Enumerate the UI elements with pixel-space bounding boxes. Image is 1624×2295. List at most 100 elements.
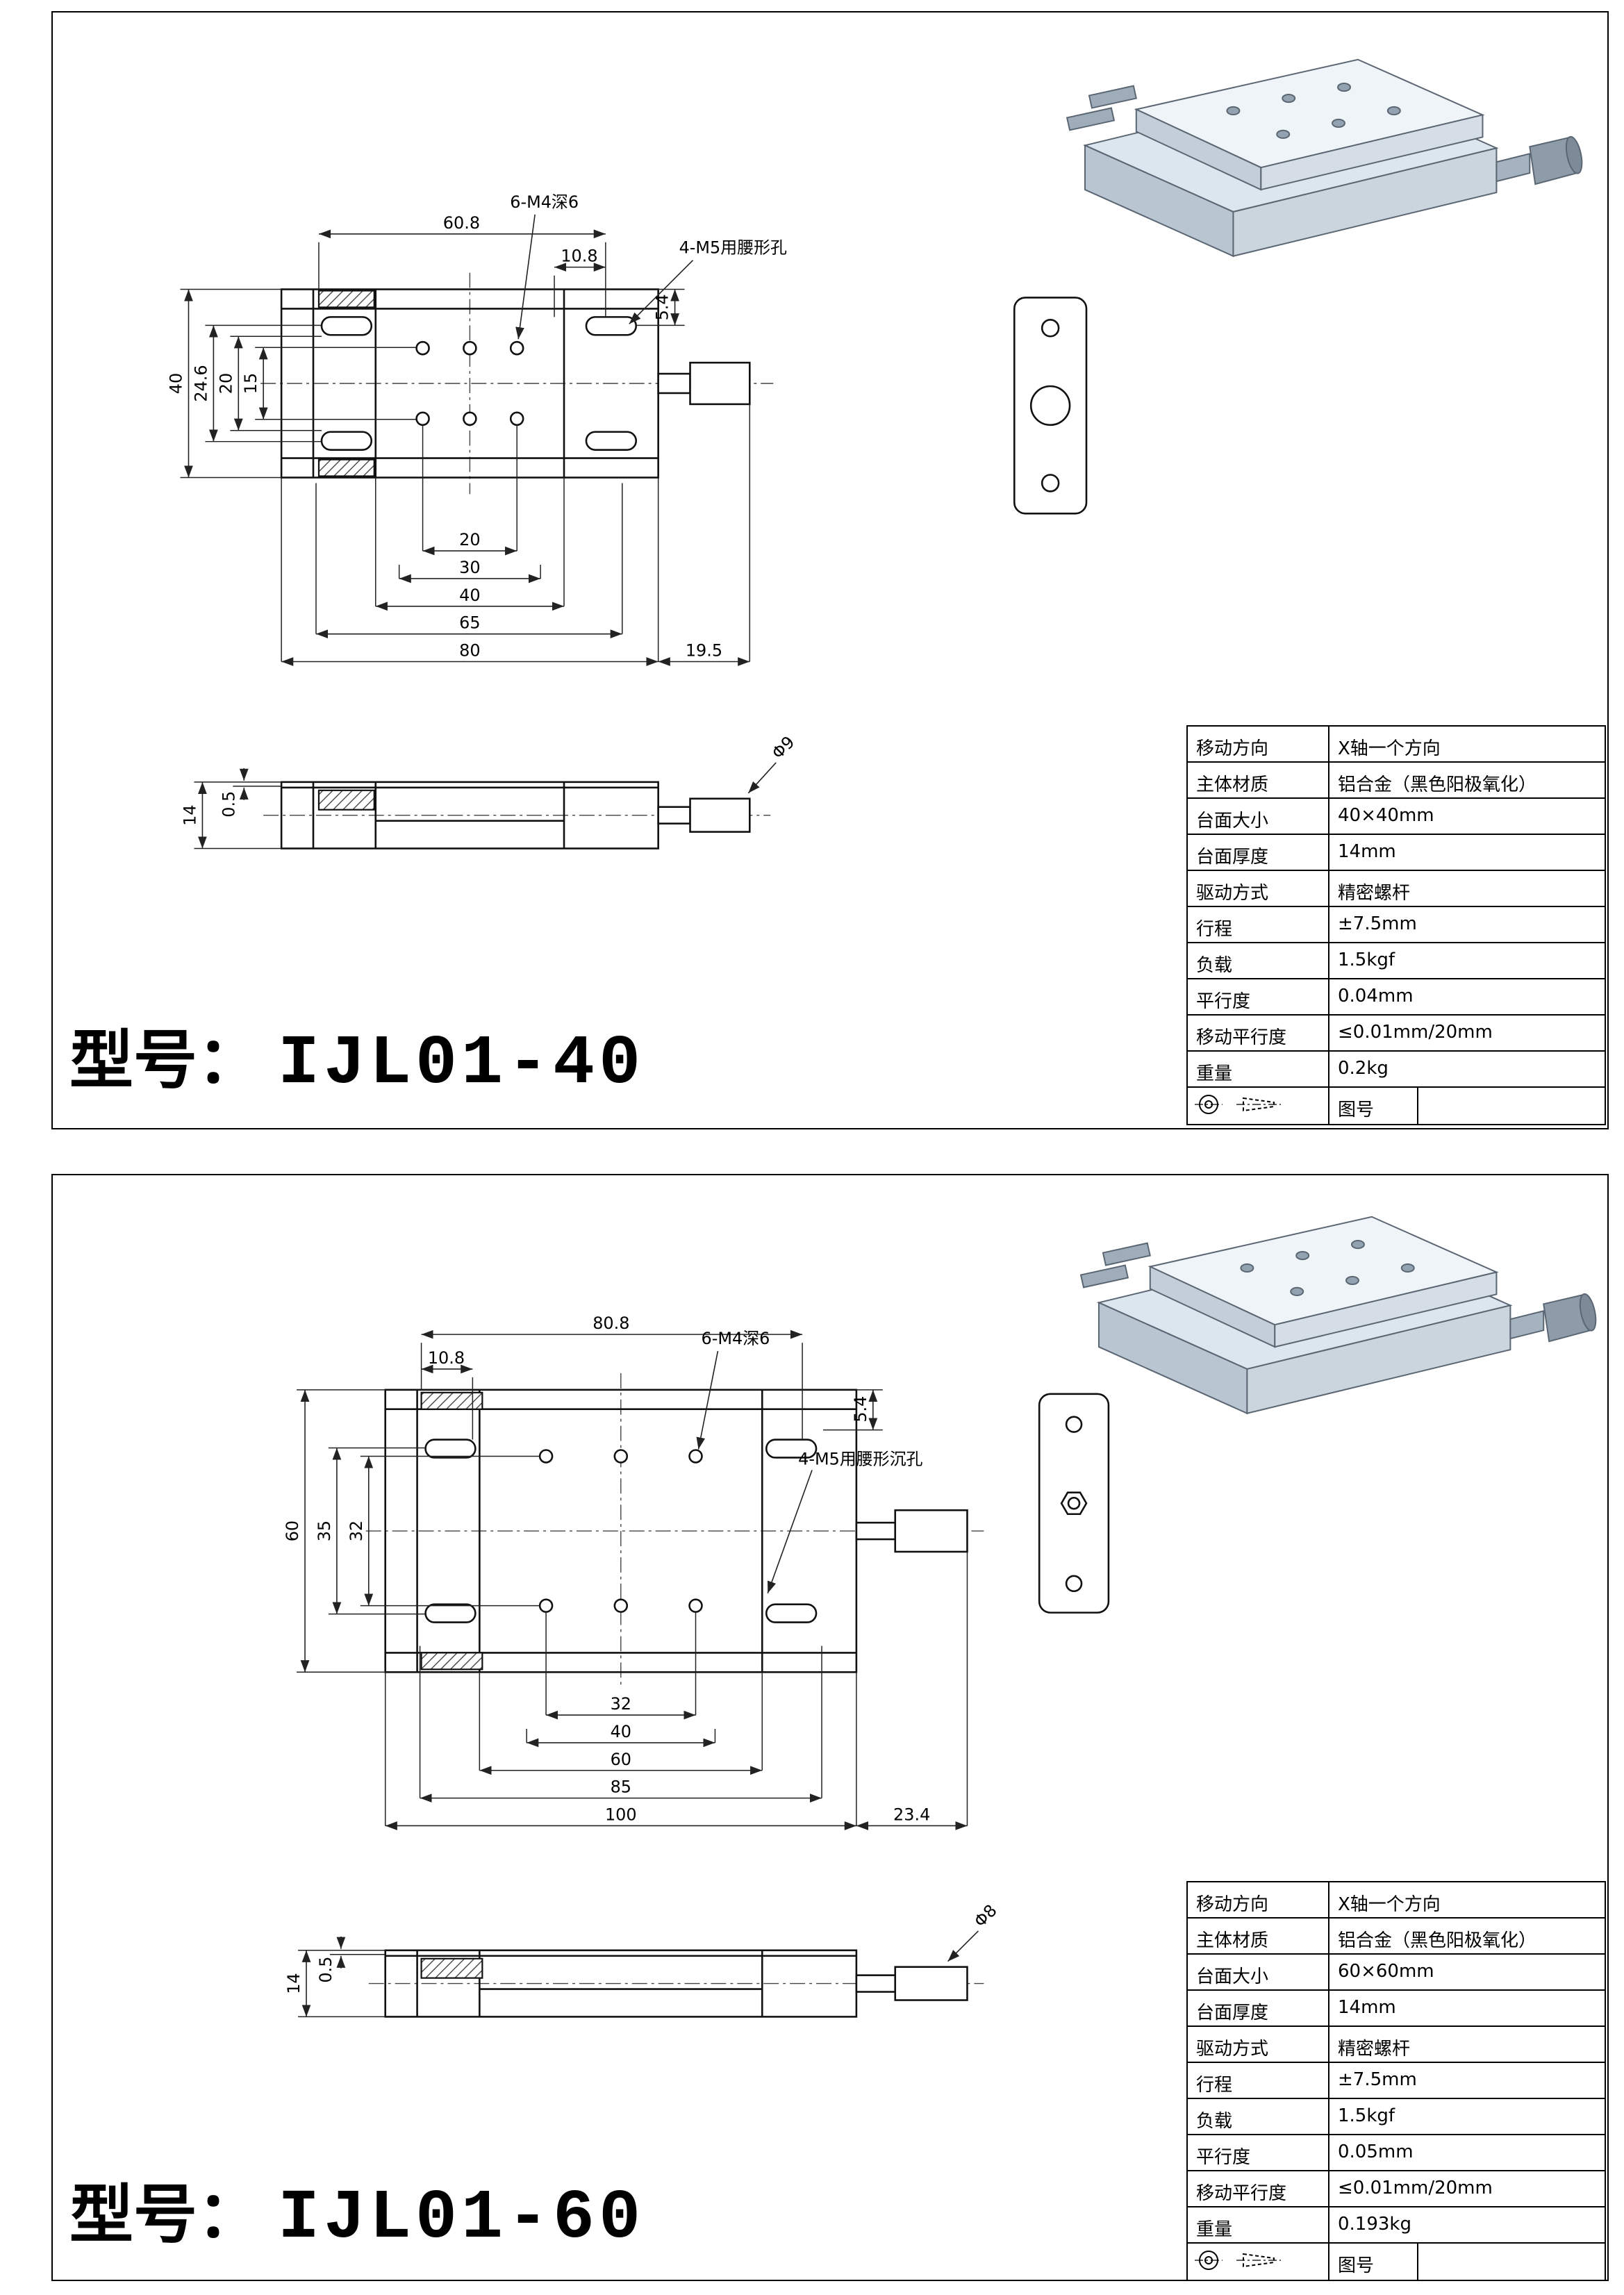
spec-value: 14mm [1338,842,1396,863]
iso-base-right [1232,147,1498,257]
iso-knob-shaft [1509,1309,1545,1340]
slot-hole [320,431,373,451]
drive-knob [689,361,751,406]
iso-knob-shaft [1495,152,1531,183]
spec-label: 台面大小 [1188,1955,1329,1989]
dim-left-overall: 60 [283,1521,302,1541]
slot-hole [765,1439,818,1459]
dim-bottom-3: 60 [611,1750,631,1769]
drive-knob [894,1509,968,1553]
slot-hole [424,1603,477,1623]
spec-label: 负载 [1188,2099,1329,2134]
spec-label: 重量 [1188,2207,1329,2242]
spec-label: 台面大小 [1188,799,1329,834]
model-title: 型号： IJL01-40 [69,1010,645,1104]
iso-screw [1079,1264,1129,1289]
spec-value: 铝合金（黑色阳极氧化） [1338,775,1537,796]
iso-base-right [1246,1304,1511,1414]
spec-label: 平行度 [1188,979,1329,1014]
spec-value: 40×40mm [1338,806,1434,827]
dim-left-mid: 20 [216,373,235,394]
callout-tapped-holes: 6-M4深6 [701,1329,770,1348]
iso-holes [1240,1240,1415,1296]
dim-top-span: 80.8 [593,1314,629,1333]
drawing-canvas-40: 60.8 10.8 5.4 40 24.6 20 15 20 30 40 65 … [166,58,1583,850]
drawing-no-label: 图号 [1329,1088,1418,1124]
dim-top-span: 60.8 [443,213,480,233]
spec-label: 移动平行度 [1188,2171,1329,2206]
dim-slot-offset: 5.4 [653,294,672,320]
dim-bottom-1: 20 [459,530,480,549]
dim-thickness: 14 [284,1973,304,1994]
model-label: 型号： [69,2177,261,2252]
spec-value: ±7.5mm [1338,914,1417,935]
spec-label: 平行度 [1188,2135,1329,2170]
knurl-patch [317,290,375,308]
drawing-canvas-60: 80.8 10.8 5.4 60 35 32 32 40 60 85 100 2… [283,1216,1597,2018]
spec-label: 台面厚度 [1188,1991,1329,2025]
side-view [368,1949,984,2018]
dim-top-offset: 10.8 [561,247,597,266]
dim-thickness: 14 [180,804,199,825]
spec-value: X轴一个方向 [1338,1895,1441,1916]
spec-label: 移动方向 [1188,1882,1329,1917]
tapped-holes [415,340,524,426]
dimensions: 60.8 10.8 5.4 40 24.6 20 15 20 30 40 65 … [166,192,799,850]
dim-knob-diameter: Φ8 [970,1900,1001,1931]
drawing-no-value [1418,2244,1605,2280]
dim-left-slots: 24.6 [191,365,210,401]
slot-hole [765,1603,818,1623]
spec-value: 0.04mm [1338,986,1414,1007]
dim-knob-length: 23.4 [893,1805,930,1825]
dim-bottom-5: 100 [605,1805,637,1825]
iso-screw [1102,1242,1151,1266]
dim-bottom-2: 40 [611,1722,631,1741]
callout-slot-holes: 4-M5用腰形孔 [679,238,787,258]
drawing-no-label: 图号 [1329,2244,1418,2280]
dim-bottom-3: 40 [459,586,480,605]
spec-value: X轴一个方向 [1338,739,1441,760]
isometric-view [1079,1216,1597,1415]
model-number: IJL01-40 [278,1025,645,1104]
dim-left-overall: 40 [166,373,185,394]
dim-knob-length: 19.5 [686,641,722,661]
spec-value: 0.05mm [1338,2142,1414,2163]
knurl-patch [317,458,375,477]
slot-hole [424,1439,477,1459]
dim-left-holes: 15 [241,373,260,394]
dim-step: 0.5 [316,1957,335,1983]
dim-left-holes: 32 [347,1521,366,1541]
spec-value: 0.2kg [1338,1059,1389,1079]
projection-symbol-icon [1195,1095,1281,1114]
side-view [263,781,771,850]
knurl-patch [420,1391,483,1410]
slot-hole [585,431,638,451]
drawing-no-value [1418,1088,1605,1124]
spec-label: 重量 [1188,1052,1329,1086]
iso-knob-cap [1565,135,1583,174]
spec-value: 精密螺杆 [1338,2039,1411,2060]
dimensions: 80.8 10.8 5.4 60 35 32 32 40 60 85 100 2… [283,1314,1001,2018]
drive-shaft [855,1521,897,1541]
spec-label: 驱动方式 [1188,871,1329,906]
dim-bottom-5: 80 [459,641,480,661]
isometric-view [1066,58,1583,258]
drive-shaft [657,806,691,825]
iso-holes [1226,83,1401,139]
iso-plate-right [1260,114,1484,191]
spec-value: ≤0.01mm/20mm [1338,2178,1493,2199]
knurl-patch [420,1957,483,1979]
dim-left-slots: 35 [315,1521,334,1541]
dim-bottom-4: 65 [459,613,480,633]
slot-hole [585,316,638,336]
knurl-patch [317,789,375,811]
spec-label: 主体材质 [1188,763,1329,797]
iso-knob-cap [1579,1293,1597,1332]
spec-value: ≤0.01mm/20mm [1338,1022,1493,1043]
iso-screw [1088,85,1138,109]
drive-shaft [657,372,691,395]
spec-value: 1.5kgf [1338,950,1395,971]
dim-slot-offset: 5.4 [851,1396,870,1423]
